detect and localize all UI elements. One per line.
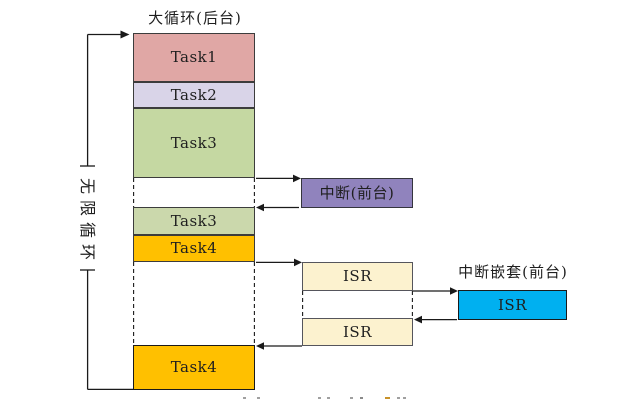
loop-arrowhead — [120, 30, 130, 39]
arrowhead-to-nested-isr — [450, 287, 458, 295]
task4-label: Task4 — [170, 239, 218, 257]
task4-resume-label: Task4 — [170, 358, 218, 376]
task2-label: Task2 — [170, 85, 218, 104]
arrowhead-to-isr1 — [294, 258, 302, 267]
arrowhead-to-task3 — [256, 203, 264, 212]
task1-box: Task1 — [133, 33, 255, 82]
task3-box: Task3 — [133, 108, 255, 178]
isr-box-1: ISR — [302, 262, 413, 291]
arrowhead-to-isr2 — [414, 315, 422, 324]
task3-resume-label: Task3 — [170, 211, 218, 230]
task1-label: Task1 — [170, 48, 218, 66]
clipped-caption-marks — [243, 397, 406, 399]
isr-label-2: ISR — [343, 322, 372, 341]
task4-box: Task4 — [133, 235, 255, 262]
task2-box: Task2 — [133, 82, 255, 108]
isr-label-1: ISR — [343, 267, 372, 285]
isr-box-2: ISR — [302, 318, 413, 346]
task3-label: Task3 — [170, 133, 218, 152]
nested-isr-box: ISR — [458, 290, 567, 320]
interrupt-box: 中断(前台) — [301, 178, 413, 208]
arrowhead-to-interrupt — [293, 174, 301, 183]
interrupt-label: 中断(前台) — [319, 183, 395, 202]
task4-resume-box: Task4 — [133, 345, 255, 390]
background-loop-title: 大循环(后台) — [148, 9, 242, 27]
nested-interrupt-title: 中断嵌套(前台) — [458, 263, 568, 281]
infinite-loop-label: 无限循环 — [78, 177, 97, 266]
task3-resume-box: Task3 — [133, 207, 255, 235]
nested-isr-label: ISR — [498, 295, 527, 314]
arrowhead-to-task4 — [256, 342, 264, 350]
